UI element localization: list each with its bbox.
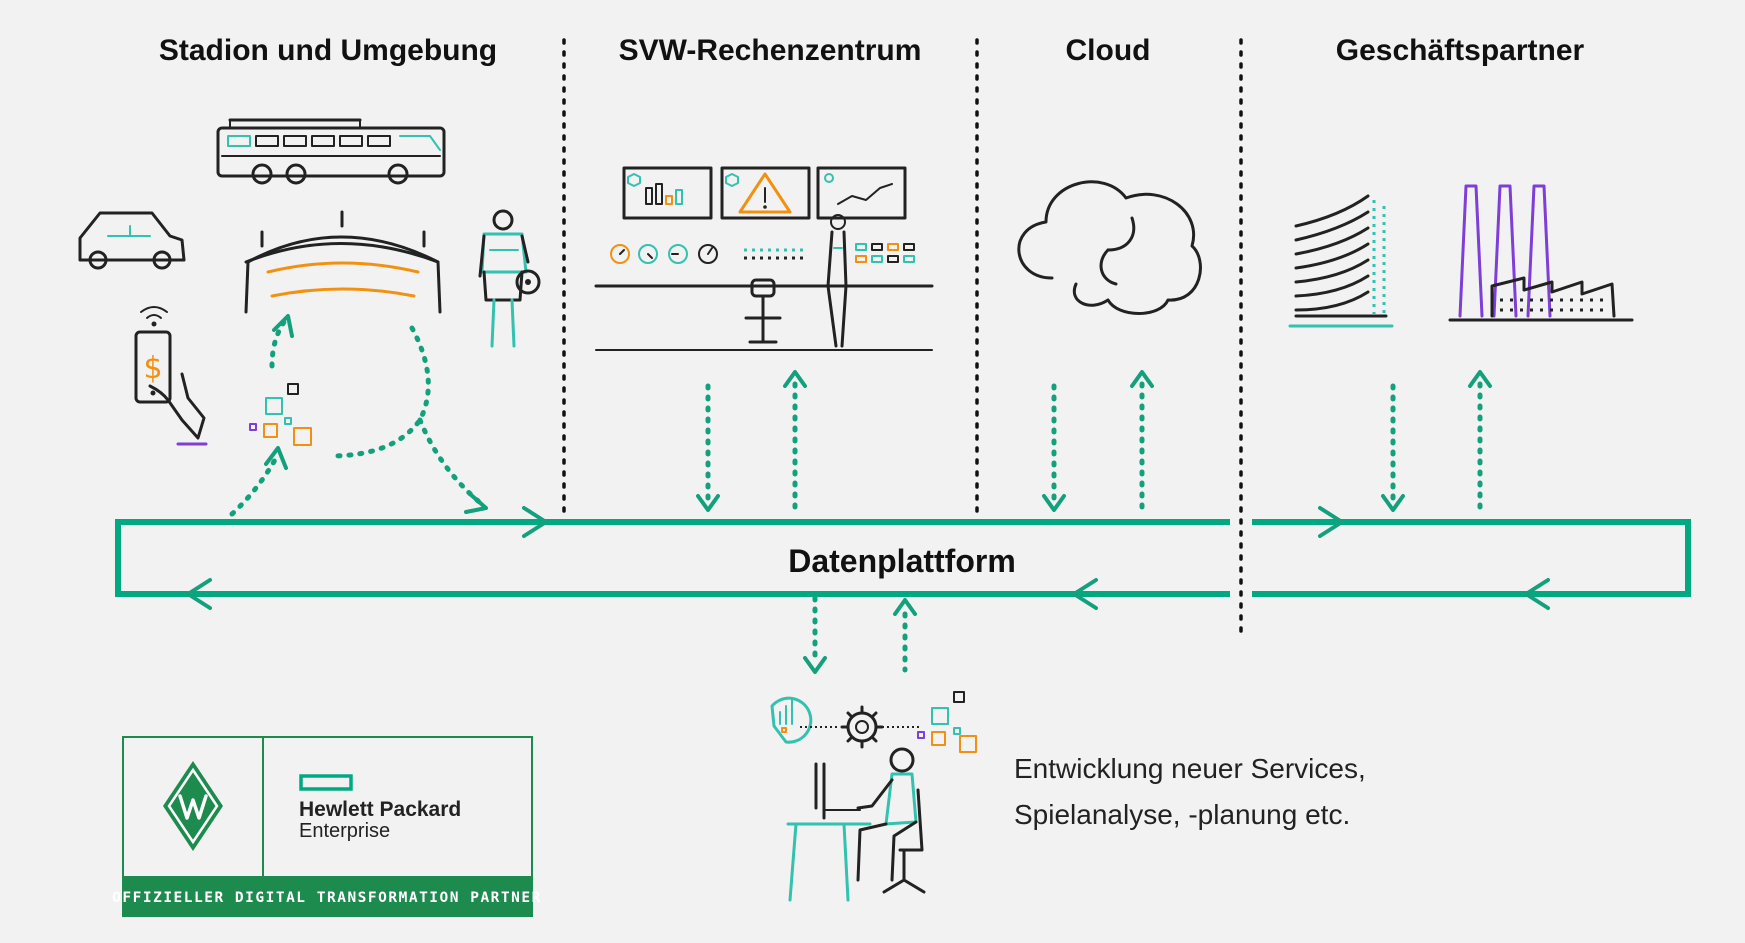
dollar-icon: $ bbox=[143, 351, 162, 386]
flow-partner-down bbox=[1381, 383, 1405, 512]
stadium-icon bbox=[244, 210, 442, 314]
services-line-2: Spielanalyse, -planung etc. bbox=[1014, 799, 1350, 830]
partner-badge: Hewlett Packard Enterprise OFFIZIELLER D… bbox=[112, 736, 542, 917]
car-icon bbox=[78, 211, 186, 270]
flow-services-down bbox=[803, 595, 827, 674]
data-platform: Datenplattform bbox=[115, 506, 1691, 610]
platform-label: Datenplattform bbox=[788, 543, 1016, 579]
services-line-1: Entwicklung neuer Services, bbox=[1014, 753, 1366, 784]
player-icon bbox=[478, 209, 541, 348]
werder-logo-icon bbox=[163, 761, 223, 851]
factory-icon bbox=[1448, 184, 1634, 322]
heading-partner: Geschäftspartner bbox=[1336, 34, 1585, 67]
flow-cloud-up bbox=[1130, 370, 1154, 515]
heading-cloud: Cloud bbox=[1066, 34, 1151, 67]
hpe-name: Hewlett Packard bbox=[299, 798, 461, 821]
hpe-sub: Enterprise bbox=[299, 820, 390, 842]
control-panel-dials bbox=[610, 243, 915, 264]
badge-banner bbox=[123, 876, 532, 916]
flow-partner-up bbox=[1468, 370, 1492, 515]
flow-services-up bbox=[893, 598, 917, 673]
flow-rechenzentrum-up bbox=[783, 370, 807, 515]
operator-workstation-icon bbox=[594, 214, 934, 351]
monitor-warning-icon bbox=[720, 166, 811, 220]
bus-icon bbox=[216, 118, 446, 185]
hpe-logo-icon bbox=[299, 774, 353, 791]
flow-rechenzentrum-down bbox=[696, 383, 720, 512]
analytics-pie-icon bbox=[770, 696, 813, 744]
monitor-trend-icon bbox=[816, 166, 907, 220]
mobile-payment-icon: $ bbox=[134, 306, 208, 446]
monitor-chart-icon bbox=[622, 166, 713, 220]
cloud-icon bbox=[1017, 180, 1202, 315]
developer-at-desk-icon bbox=[786, 747, 926, 902]
office-building-icon bbox=[1288, 194, 1394, 328]
services-data-blocks-icon bbox=[917, 691, 977, 753]
stadium-dataflow bbox=[229, 314, 488, 517]
gear-icon bbox=[840, 705, 884, 749]
flow-cloud-down bbox=[1042, 383, 1066, 512]
badge-banner-text: OFFIZIELLER DIGITAL TRANSFORMATION PARTN… bbox=[112, 890, 542, 906]
heading-stadion: Stadion und Umgebung bbox=[159, 34, 497, 67]
heading-rechenzentrum: SVW-Rechenzentrum bbox=[619, 34, 922, 67]
data-blocks-icon bbox=[249, 383, 312, 446]
